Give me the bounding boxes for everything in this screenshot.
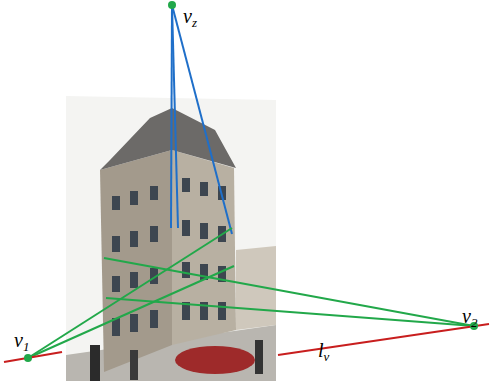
vanishing-point [24, 1, 478, 362]
symbol: l [318, 339, 324, 361]
point-label: v1 [14, 330, 29, 350]
symbol: v [14, 329, 23, 351]
point-label: v2 [462, 306, 477, 326]
person [90, 345, 100, 381]
building-roof [100, 108, 236, 170]
vanishing-line [4, 324, 489, 362]
person [255, 340, 263, 374]
person [130, 350, 138, 380]
symbol: v [462, 305, 471, 327]
subscript: z [192, 15, 197, 30]
symbol: v [183, 5, 192, 27]
horizontal-vanishing-lines [28, 228, 474, 358]
car [175, 346, 255, 374]
vertical-vanishing-lines [171, 5, 232, 234]
building-left-face [100, 150, 172, 372]
point-label: vz [183, 6, 197, 26]
subscript: 2 [471, 315, 478, 330]
subscript: v [324, 349, 330, 364]
building-right-face [172, 150, 236, 345]
subscript: 1 [23, 339, 30, 354]
point-label: lv [318, 340, 329, 360]
